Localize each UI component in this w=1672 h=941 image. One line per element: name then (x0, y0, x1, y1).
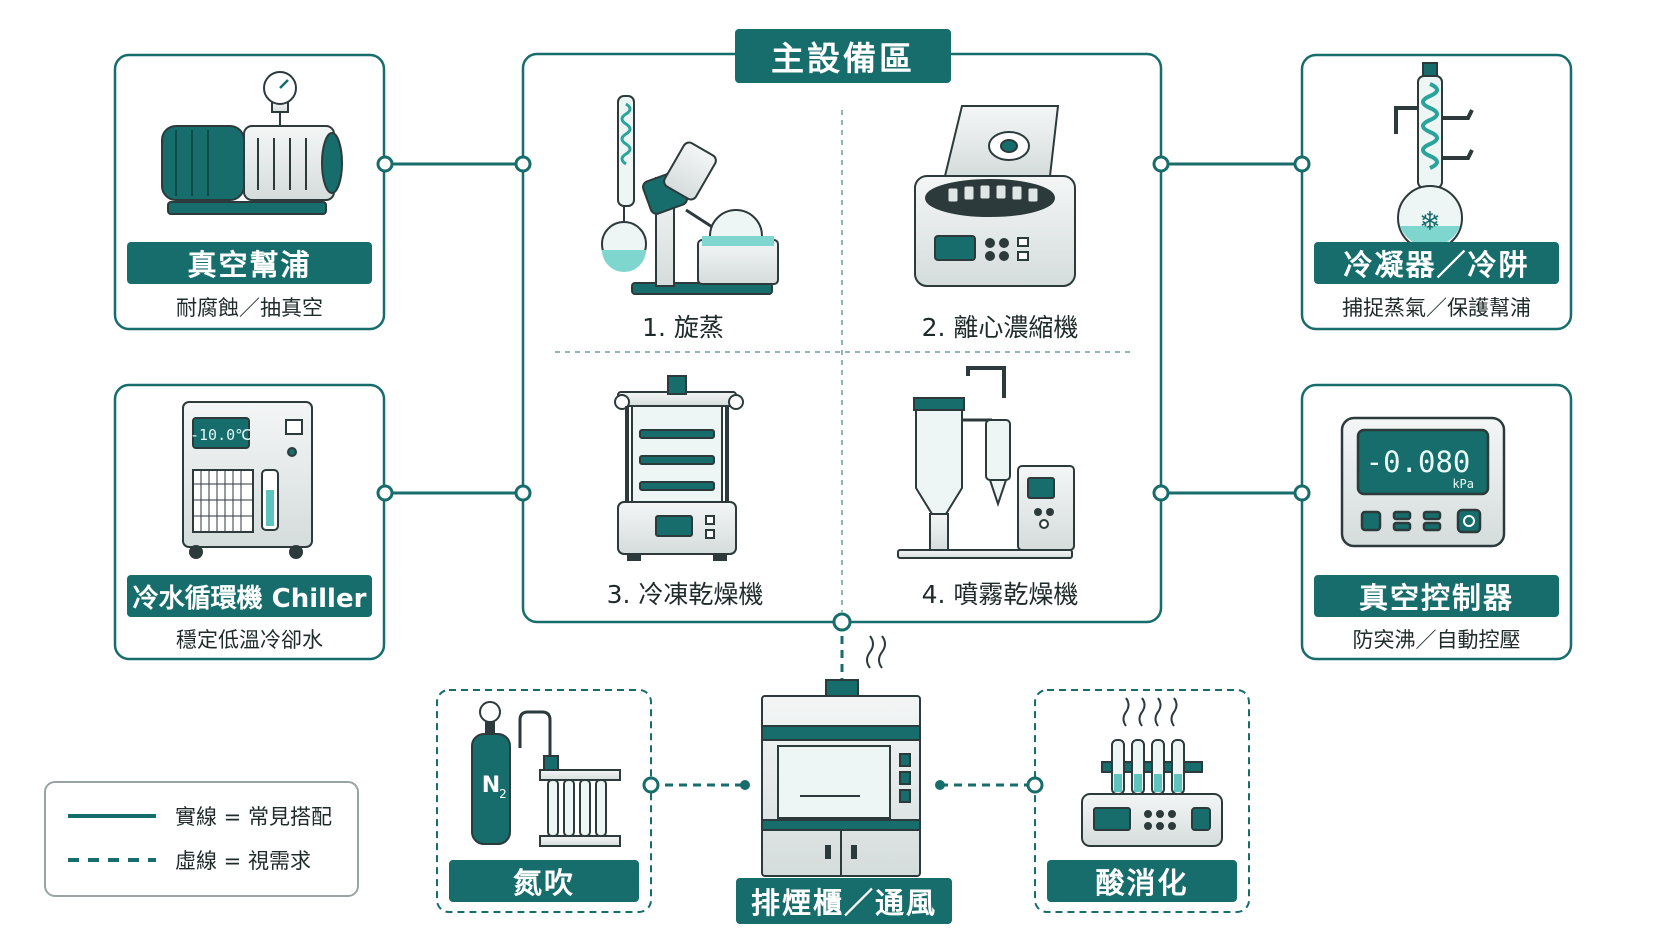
main-item-3-label: 3. 冷凍乾燥機 (606, 580, 764, 609)
chiller-title: 冷水循環機 Chiller (127, 575, 372, 617)
legend-solid-text: 實線 = 常見搭配 (175, 805, 332, 829)
chiller-icon: -10.0℃ (182, 401, 313, 559)
controller-unit: kPa (1452, 477, 1474, 491)
fume-hood-title: 排煙櫃／通風 (736, 878, 952, 924)
controller-display: -0.080 (1366, 445, 1471, 479)
connector-dashed-acid-digestion (935, 776, 1044, 794)
spray-dryer-icon (897, 366, 1075, 559)
nitrogen-gas-label: N (482, 773, 500, 798)
condenser-title: 冷凝器／冷阱 (1314, 242, 1559, 284)
main-item-4-label: 4. 噴霧乾燥機 (921, 580, 1079, 609)
freeze-dryer-icon (614, 375, 744, 561)
main-area-title: 主設備區 (735, 29, 951, 83)
connector-solid-vacuum-controller (1152, 484, 1311, 502)
acid-digestion-title: 酸消化 (1047, 860, 1237, 902)
acid-digestion-icon (1081, 697, 1223, 847)
chiller-subtitle: 穩定低溫冷卻水 (176, 628, 323, 652)
vacuum-controller-title: 真空控制器 (1314, 575, 1559, 617)
connector-dashed-nitrogen (642, 776, 750, 794)
legend-dashed-text: 虛線 = 視需求 (175, 849, 311, 873)
rotary-evaporator-icon (601, 95, 779, 295)
condenser-cold-trap-icon: ❄ (1394, 62, 1474, 251)
condenser-subtitle: 捕捉蒸氣／保護幫浦 (1342, 296, 1531, 320)
legend-box (44, 781, 359, 897)
vacuum-pump-subtitle: 耐腐蝕／抽真空 (176, 296, 323, 320)
connector-solid-vacuum-pump (376, 155, 532, 173)
connector-solid-chiller (376, 484, 532, 502)
svg-text:❄: ❄ (1419, 207, 1441, 237)
vacuum-controller-icon: -0.080 kPa (1340, 416, 1506, 548)
main-item-1-label: 1. 旋蒸 (642, 313, 724, 342)
nitrogen-blower-icon: N 2 (471, 701, 621, 847)
vacuum-pump-title: 真空幫浦 (127, 242, 372, 284)
chiller-display: -10.0℃ (190, 426, 252, 444)
vacuum-controller-subtitle: 防突沸／自動控壓 (1352, 628, 1521, 652)
nitrogen-blower-title: 氮吹 (449, 860, 639, 902)
connector-solid-condenser (1152, 155, 1311, 173)
vacuum-pump-icon (161, 71, 343, 215)
connector-dashed-fume-hood (832, 612, 852, 680)
centrifugal-concentrator-icon (914, 105, 1076, 287)
fume-hood-icon (761, 635, 921, 877)
nitrogen-gas-subscript: 2 (499, 787, 507, 801)
main-item-2-label: 2. 離心濃縮機 (921, 313, 1079, 342)
